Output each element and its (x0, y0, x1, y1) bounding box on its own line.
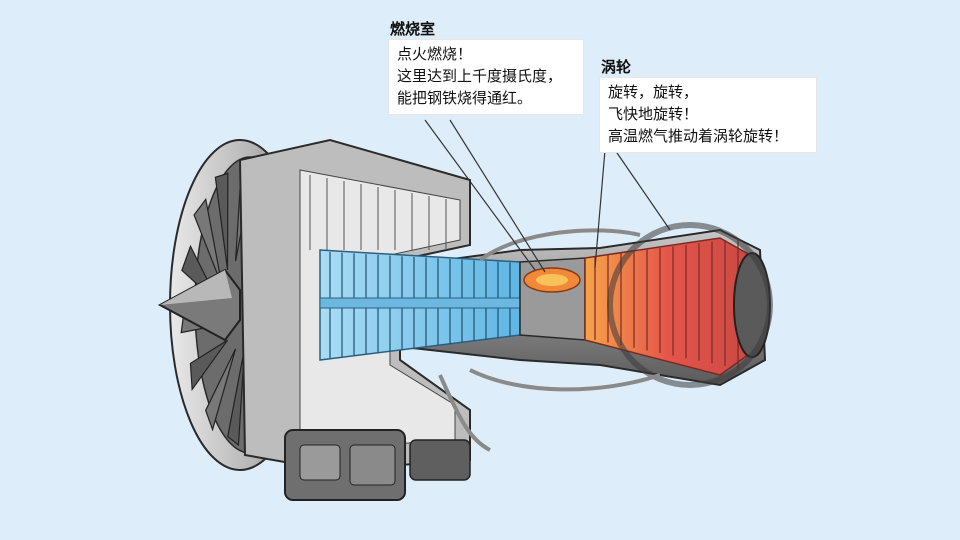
fan-blade (205, 348, 237, 432)
turbine-title: 涡轮 (601, 58, 632, 76)
fan-blade (193, 197, 223, 286)
combustor-line: 能把钢铁烧得通红。 (397, 89, 533, 107)
turbine-section (584, 237, 771, 376)
turbine-line: 飞快地旋转！ (608, 105, 699, 123)
turbine-callout: 涡轮 旋转，旋转， 飞快地旋转！ 高温燃气推动着涡轮旋转！ (599, 57, 817, 153)
combustor-title: 燃烧室 (390, 20, 436, 38)
external-pipes (438, 228, 661, 452)
combustor-description: 点火燃烧！ 这里达到上千度摄氏度， 能把钢铁烧得通红。 (388, 39, 584, 115)
turbine-line: 旋转，旋转， (608, 83, 699, 101)
accessory-gearbox (284, 429, 471, 501)
combustion-chamber (519, 257, 586, 341)
callout-leader-lines (424, 119, 671, 273)
compressor-section (319, 249, 521, 361)
fan-blade (189, 339, 229, 392)
spinner-nose-cone (157, 268, 241, 342)
combustor-callout: 燃烧室 点火燃烧！ 这里达到上千度摄氏度， 能把钢铁烧得通红。 (388, 19, 584, 115)
fan-blade (227, 348, 246, 447)
turbine-description: 旋转，旋转， 飞快地旋转！ 高温燃气推动着涡轮旋转！ (599, 77, 817, 153)
exhaust-nozzle (607, 222, 773, 388)
combustor-line: 点火燃烧！ (397, 45, 473, 63)
combustor-line: 这里达到上千度摄氏度， (397, 67, 563, 85)
turbine-line: 高温燃气推动着涡轮旋转！ (608, 127, 789, 145)
fan-blade (214, 172, 229, 270)
